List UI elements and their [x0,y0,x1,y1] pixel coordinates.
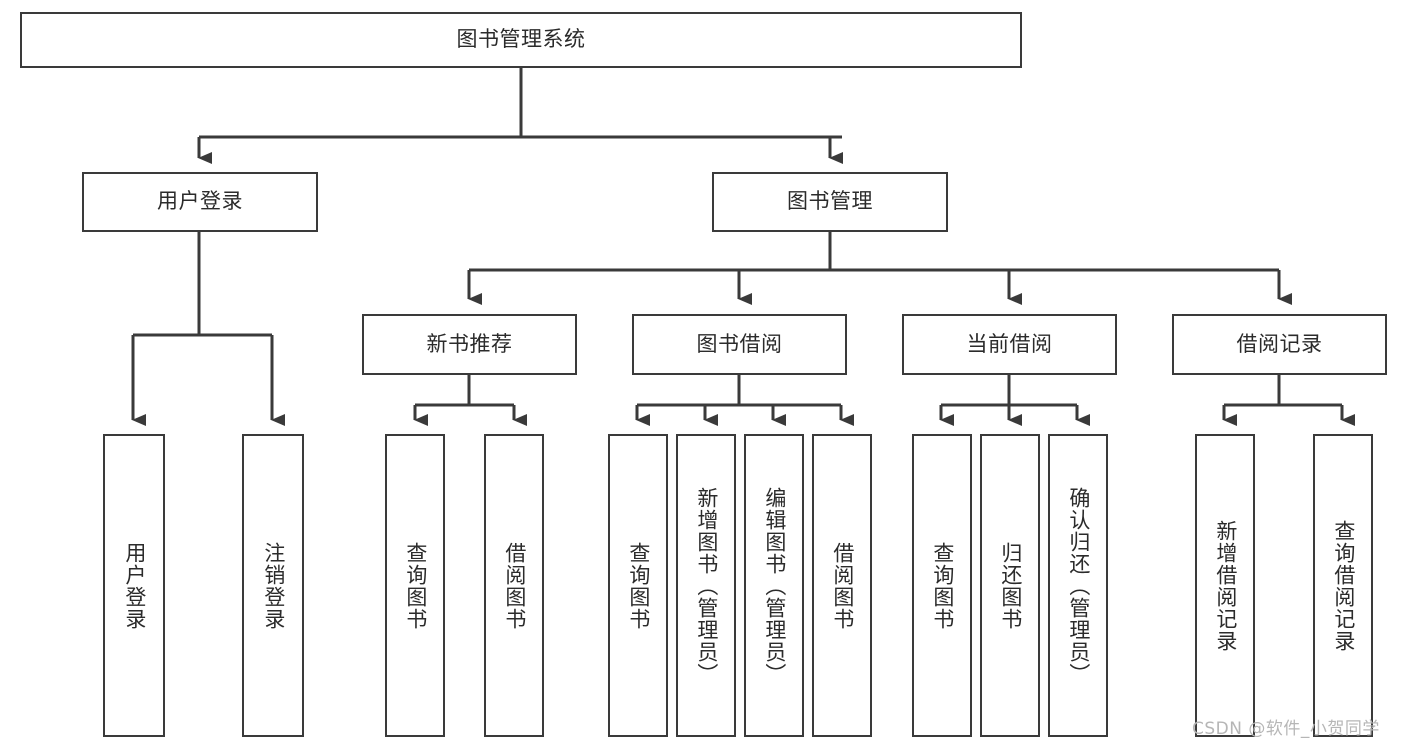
node-label-leaf-logout-login: 注销登录 [261,541,286,630]
node-leaf-query-book-borrow[interactable]: 查询图书 [608,434,668,737]
node-leaf-edit-book-admin[interactable]: 编辑图书（管理员） [744,434,804,737]
node-leaf-user-login[interactable]: 用户登录 [103,434,165,737]
node-label-new-book-recommend: 新书推荐 [426,331,513,356]
node-label-current-borrow: 当前借阅 [966,331,1053,356]
node-label-root: 图书管理系统 [456,27,586,52]
node-leaf-return-book[interactable]: 归还图书 [980,434,1040,737]
node-leaf-add-borrow-record[interactable]: 新增借阅记录 [1195,434,1255,737]
node-label-leaf-add-record: 新增借阅记录 [1213,519,1238,652]
node-label-user-login: 用户登录 [157,189,243,214]
node-user-login[interactable]: 用户登录 [82,172,318,232]
node-leaf-query-book-recommend[interactable]: 查询图书 [385,434,445,737]
node-label-book-management: 图书管理 [787,189,873,214]
node-leaf-borrow-book-recommend[interactable]: 借阅图书 [484,434,544,737]
node-label-leaf-borrow-book-1: 借阅图书 [502,541,527,630]
node-label-leaf-return-book: 归还图书 [998,541,1023,630]
node-label-leaf-query-book-2: 查询图书 [626,541,651,630]
node-leaf-borrow-book-borrow[interactable]: 借阅图书 [812,434,872,737]
node-root-book-management-system[interactable]: 图书管理系统 [20,12,1022,68]
node-label-leaf-query-record: 查询借阅记录 [1331,519,1356,652]
node-label-leaf-edit-book: 编辑图书（管理员） [762,486,787,685]
node-borrow-record[interactable]: 借阅记录 [1172,314,1387,375]
node-label-leaf-user-login: 用户登录 [122,541,147,630]
node-label-leaf-query-book-3: 查询图书 [930,541,955,630]
node-current-borrow[interactable]: 当前借阅 [902,314,1117,375]
node-leaf-query-book-current[interactable]: 查询图书 [912,434,972,737]
node-leaf-query-borrow-record[interactable]: 查询借阅记录 [1313,434,1373,737]
node-book-borrow[interactable]: 图书借阅 [632,314,847,375]
node-leaf-confirm-return-admin[interactable]: 确认归还（管理员） [1048,434,1108,737]
node-label-book-borrow: 图书借阅 [696,331,783,356]
node-book-management[interactable]: 图书管理 [712,172,948,232]
node-leaf-logout-login[interactable]: 注销登录 [242,434,304,737]
node-new-book-recommend[interactable]: 新书推荐 [362,314,577,375]
node-label-leaf-add-book: 新增图书（管理员） [694,486,719,685]
csdn-watermark: CSDN @软件_小贺同学 [1192,719,1380,739]
node-label-leaf-query-book-1: 查询图书 [403,541,428,630]
node-label-borrow-record: 借阅记录 [1236,331,1323,356]
node-label-leaf-borrow-book-2: 借阅图书 [830,541,855,630]
node-leaf-add-book-admin[interactable]: 新增图书（管理员） [676,434,736,737]
node-label-leaf-confirm-return: 确认归还（管理员） [1066,486,1091,685]
